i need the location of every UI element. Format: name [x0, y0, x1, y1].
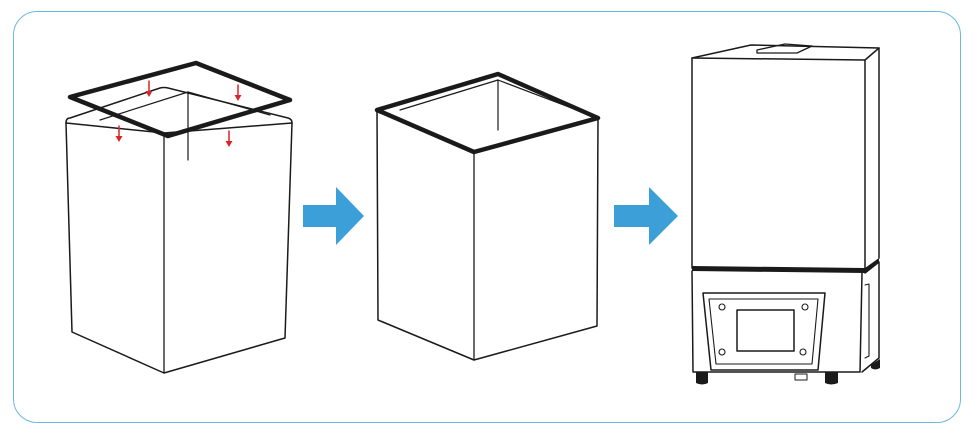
step-2-sealed-cover	[374, 71, 601, 361]
press-down-arrows	[115, 80, 242, 147]
resin-3d-printer-icon	[691, 43, 880, 385]
sealed-cover-icon	[374, 71, 601, 361]
next-step-arrow-icon	[614, 187, 678, 245]
step-3-printer	[691, 43, 880, 385]
press-down-arrow-icon	[115, 125, 123, 142]
uv-cover-icon	[65, 86, 293, 374]
press-down-arrow-icon	[234, 84, 242, 101]
diagram-frame	[13, 11, 961, 423]
next-step-arrow-icon	[303, 187, 364, 245]
press-down-arrow-icon	[145, 80, 153, 97]
seal-ring-icon	[67, 60, 293, 139]
press-down-arrow-icon	[225, 130, 233, 147]
step-1-cover-with-seal	[65, 60, 293, 374]
